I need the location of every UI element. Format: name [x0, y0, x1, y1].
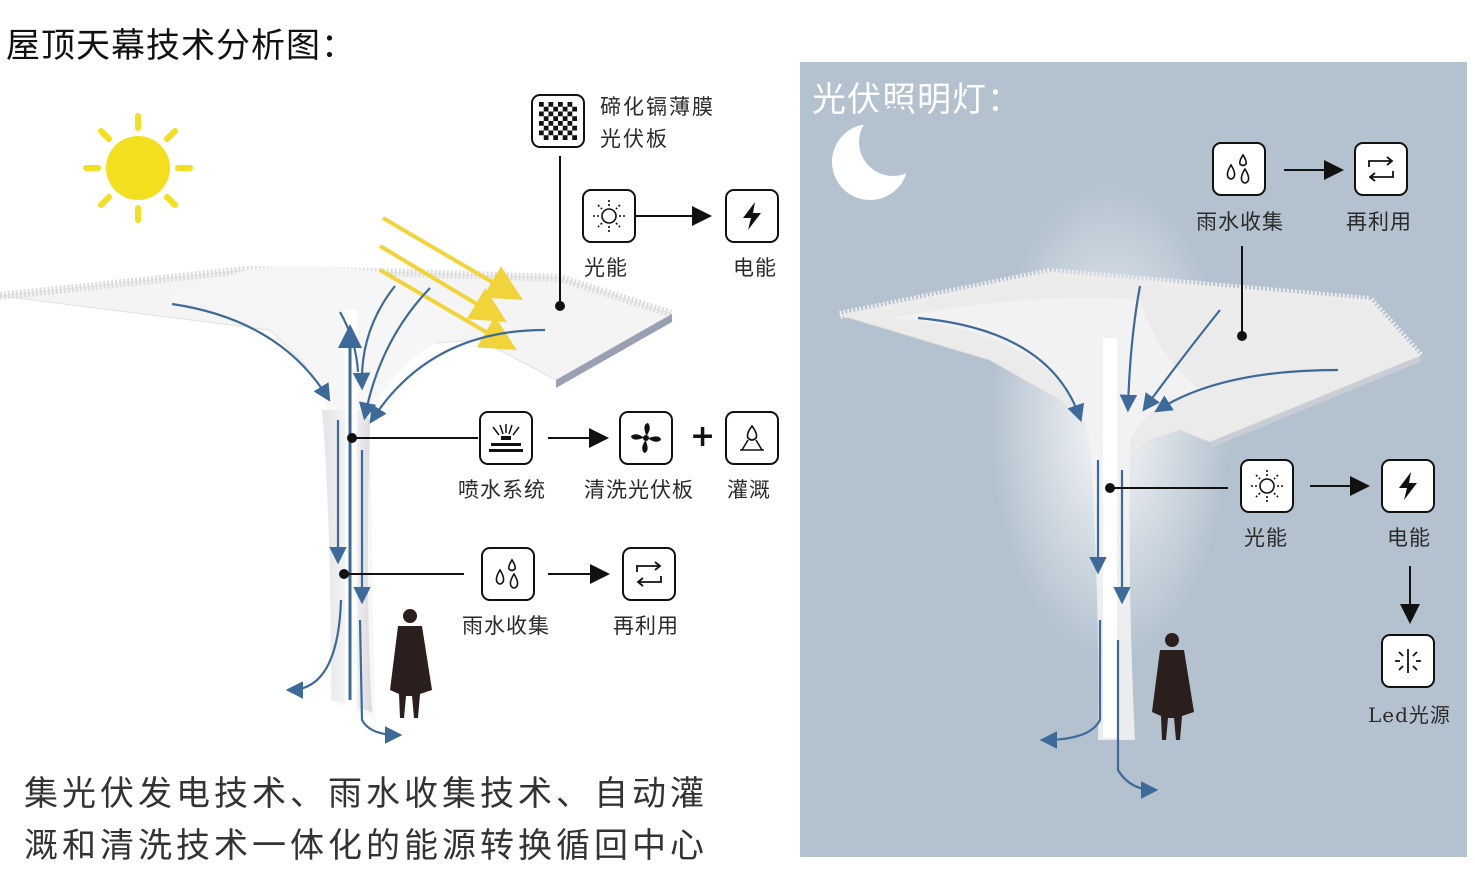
moon-icon — [832, 108, 927, 200]
recycle-icon — [622, 547, 676, 601]
solar-label: 光能 — [584, 256, 628, 280]
clean-label: 清洗光伏板 — [584, 478, 694, 502]
film-label-line1: 碲化镉薄膜 — [600, 95, 715, 119]
led-icon — [1381, 634, 1435, 688]
night-raindrops-icon — [1212, 142, 1266, 196]
sun-icon — [83, 113, 193, 223]
sun-rays — [378, 216, 523, 351]
irrigation-icon — [725, 411, 779, 465]
irrigation-label: 灌溉 — [727, 478, 771, 502]
page-title: 屋顶天幕技术分析图： — [6, 26, 356, 66]
night-recycle-icon — [1354, 142, 1408, 196]
day-flow-arrows — [171, 285, 546, 744]
night-flow-arrows — [917, 285, 1339, 799]
night-rain-label: 雨水收集 — [1196, 210, 1284, 234]
night-solar-label: 光能 — [1244, 526, 1288, 550]
day-connectors — [339, 156, 712, 584]
rain-label: 雨水收集 — [462, 614, 550, 638]
raindrops-icon — [481, 547, 535, 601]
spray-label: 喷水系统 — [458, 478, 546, 502]
night-connectors — [1105, 160, 1420, 624]
night-solar-light-icon — [1240, 459, 1294, 513]
night-canopy — [839, 180, 1423, 740]
led-label: Led光源 — [1368, 703, 1451, 727]
film-label-line2: 光伏板 — [600, 127, 669, 151]
night-lightning-icon — [1381, 459, 1435, 513]
checker-panel-icon — [531, 94, 585, 148]
caption-line2: 溉和清洗技术一体化的能源转换循回中心 — [24, 826, 708, 866]
fan-icon — [619, 411, 673, 465]
solar-light-icon — [582, 189, 636, 243]
reuse-label: 再利用 — [613, 614, 679, 638]
sprinkler-icon — [479, 411, 533, 465]
night-electric-label: 电能 — [1387, 526, 1431, 550]
lightning-icon — [725, 189, 779, 243]
night-reuse-label: 再利用 — [1346, 210, 1412, 234]
plus-sign: + — [690, 419, 716, 454]
electric-label: 电能 — [733, 256, 777, 280]
day-canopy — [0, 265, 674, 720]
caption-line1: 集光伏发电技术、雨水收集技术、自动灌 — [24, 774, 708, 814]
night-panel-title: 光伏照明灯： — [812, 80, 1022, 120]
person-silhouette-icon — [390, 609, 432, 718]
person-silhouette-night-icon — [1152, 633, 1194, 740]
